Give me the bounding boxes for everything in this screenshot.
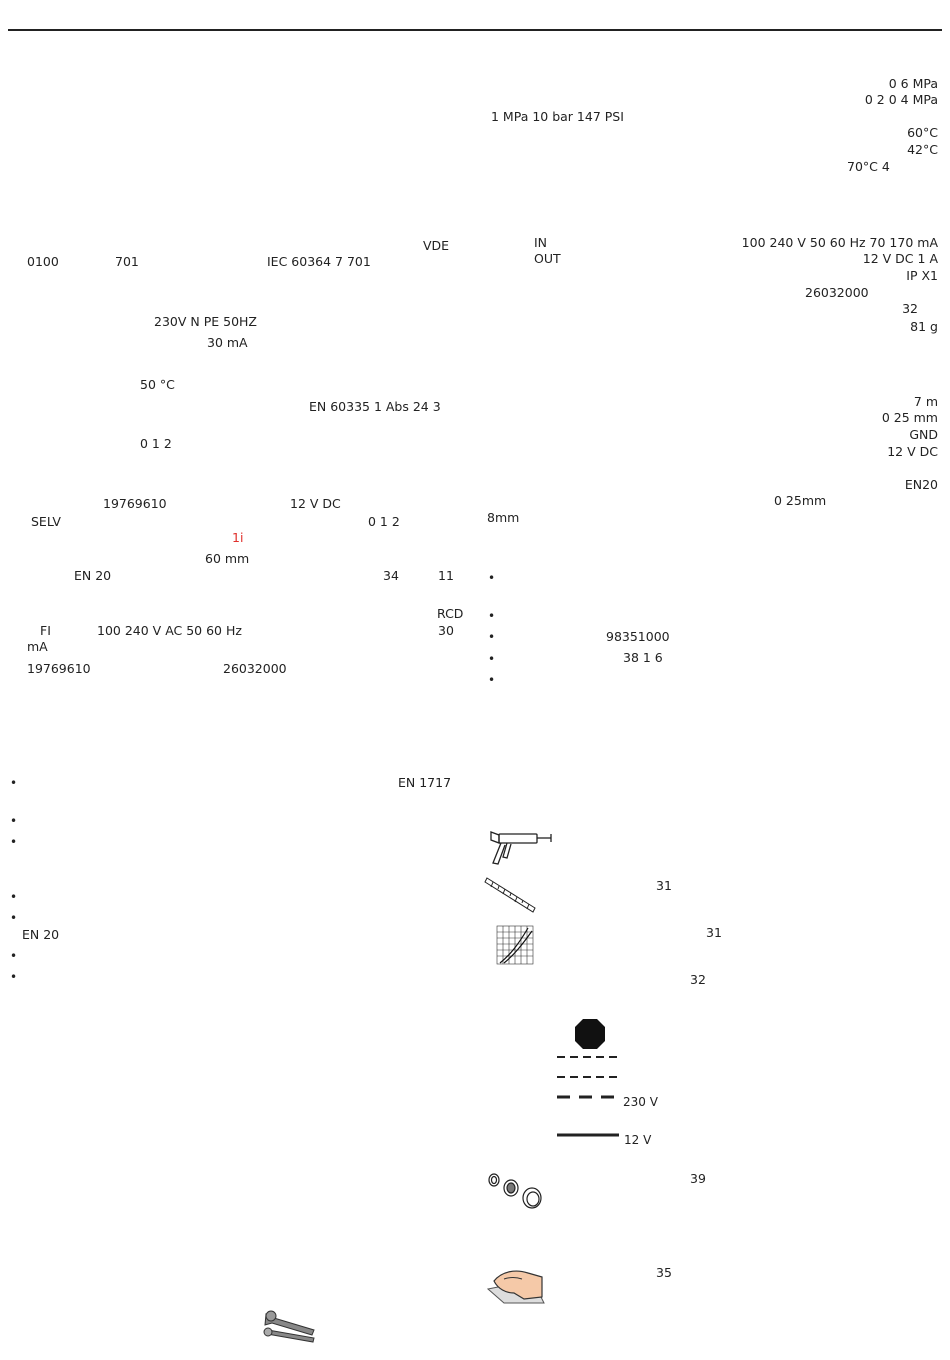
cable-length: 7 m bbox=[913, 394, 938, 409]
line-legend bbox=[557, 1056, 619, 1137]
bullet: • bbox=[10, 814, 18, 828]
caulking-gun-icon bbox=[490, 831, 552, 865]
in-label: IN bbox=[534, 235, 548, 250]
ref-31-a: 31 bbox=[656, 878, 672, 893]
fittings-icon bbox=[488, 1173, 542, 1209]
fi-label: FI bbox=[40, 623, 51, 638]
cleaning-hand-icon bbox=[486, 1270, 545, 1304]
mm8: 8mm bbox=[487, 510, 520, 525]
bullet: • bbox=[488, 609, 496, 623]
info-mark: 1i bbox=[232, 530, 244, 545]
legend-230v: 230 V bbox=[623, 1095, 658, 1109]
pressure-range: 0 2 0 4 MPa bbox=[864, 92, 938, 107]
bullet: • bbox=[488, 652, 496, 666]
stop-icon bbox=[575, 1019, 605, 1049]
rcd-30: 30 bbox=[438, 623, 454, 638]
en20-a: EN 20 bbox=[74, 568, 112, 583]
vde-number: 0100 bbox=[27, 254, 59, 269]
selv-label: SELV bbox=[31, 514, 61, 529]
diagram-grid-icon bbox=[496, 925, 534, 965]
bullet: • bbox=[10, 776, 18, 790]
voltage-12dc: 12 V DC bbox=[887, 444, 938, 459]
legend-12v: 12 V bbox=[624, 1133, 652, 1147]
en1717: EN 1717 bbox=[398, 775, 452, 790]
zones-a: 0 1 2 bbox=[140, 436, 172, 451]
ref-38-1-6: 38 1 6 bbox=[623, 650, 663, 665]
bullet: • bbox=[10, 911, 18, 925]
section-025: 0 25mm bbox=[774, 493, 827, 508]
bullet: • bbox=[488, 571, 496, 585]
en20-norm: EN20 bbox=[904, 477, 938, 492]
en20-b: EN 20 bbox=[22, 927, 60, 942]
bullet: • bbox=[10, 890, 18, 904]
pressure-max: 0 6 MPa bbox=[888, 76, 938, 91]
ip-rating: IP X1 bbox=[906, 268, 938, 283]
cable-section: 0 25 mm bbox=[881, 410, 938, 425]
article-number-b: 19769610 bbox=[27, 661, 91, 676]
ref-35: 35 bbox=[656, 1265, 672, 1280]
ma-unit: mA bbox=[27, 639, 48, 654]
iec-norm: IEC 60364 7 701 bbox=[267, 254, 371, 269]
rcd-label: RCD bbox=[437, 606, 464, 621]
ref-31-b: 31 bbox=[706, 925, 722, 940]
supply-spec: 230V N PE 50HZ bbox=[154, 314, 257, 329]
ref-32: 32 bbox=[690, 972, 706, 987]
bullet: • bbox=[10, 949, 18, 963]
temperature-limit: 50 °C bbox=[140, 377, 175, 392]
tools-icon bbox=[263, 1310, 315, 1343]
temp-70: 70°C 4 bbox=[847, 159, 890, 174]
bullet: • bbox=[488, 630, 496, 644]
rcd-current: 30 mA bbox=[207, 335, 248, 350]
ruler-icon bbox=[484, 877, 536, 913]
out-label: OUT bbox=[534, 251, 561, 266]
weight: 81 g bbox=[910, 319, 938, 334]
page-ref-11: 11 bbox=[438, 568, 454, 583]
vde-part: 701 bbox=[115, 254, 139, 269]
in-value: 100 240 V 50 60 Hz 70 170 mA bbox=[741, 235, 938, 250]
ac-range: 100 240 V AC 50 60 Hz bbox=[97, 623, 242, 638]
article-number-a: 19769610 bbox=[103, 496, 167, 511]
bullet: • bbox=[488, 673, 496, 687]
out-value: 12 V DC 1 A bbox=[862, 251, 938, 266]
article-number-c: 26032000 bbox=[223, 661, 287, 676]
zones-b: 0 1 2 bbox=[368, 514, 400, 529]
article-number: 26032000 bbox=[805, 285, 869, 300]
header-rule bbox=[8, 29, 942, 31]
temp-42: 42°C bbox=[907, 142, 938, 157]
distance: 60 mm bbox=[205, 551, 250, 566]
temp-60: 60°C bbox=[907, 125, 938, 140]
vde-label: VDE bbox=[423, 238, 450, 253]
article-98351000: 98351000 bbox=[606, 629, 670, 644]
bullet: • bbox=[10, 835, 18, 849]
gnd-label: GND bbox=[909, 427, 938, 442]
pressure-equivalence: 1 MPa 10 bar 147 PSI bbox=[491, 109, 624, 124]
ref-32-spec: 32 bbox=[902, 301, 918, 316]
page-ref-34: 34 bbox=[383, 568, 399, 583]
voltage-dc: 12 V DC bbox=[290, 496, 341, 511]
ref-39: 39 bbox=[690, 1171, 706, 1186]
bullet: • bbox=[10, 970, 18, 984]
norm-reference: EN 60335 1 Abs 24 3 bbox=[309, 399, 441, 414]
